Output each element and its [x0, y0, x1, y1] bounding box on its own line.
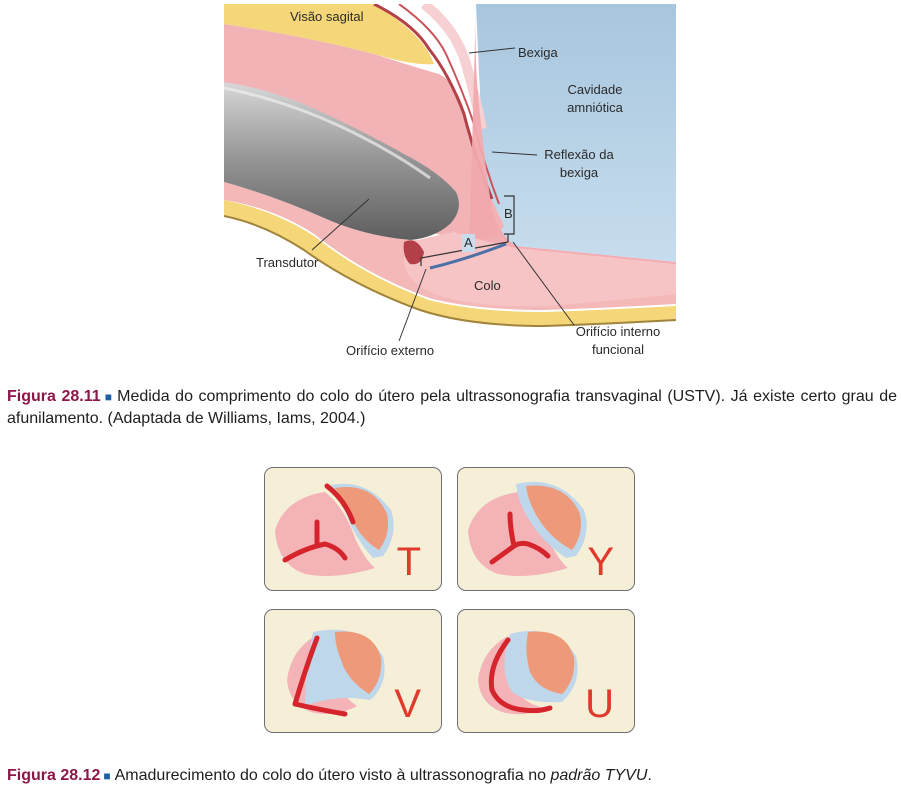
figure-number: Figura 28.11 — [7, 388, 101, 405]
caption-text: Amadurecimento do colo do útero visto à … — [114, 767, 551, 784]
pattern-letter-u: U — [585, 682, 614, 726]
label-transducer: Transdutor — [256, 255, 319, 270]
pattern-panel-t: T — [264, 467, 442, 591]
label-bladder-reflection-line2: bexiga — [559, 165, 599, 180]
marker-a: A — [462, 234, 475, 252]
label-cervix: Colo — [474, 278, 501, 293]
caption-italic-text: padrão TYVU — [550, 767, 648, 784]
square-bullet-icon: ■ — [103, 769, 111, 783]
label-bladder: Bexiga — [518, 45, 558, 60]
sagittal-diagram — [224, 4, 676, 368]
label-internal-os-line1: Orifício interno — [575, 324, 661, 339]
pattern-letter-v: V — [394, 682, 421, 726]
caption-text-end: . — [647, 767, 652, 784]
label-functional-internal-os: Orifício interno funcional — [562, 323, 674, 359]
caption-text: Medida do comprimento do colo do útero p… — [7, 388, 898, 427]
label-bladder-reflection: Reflexão da bexiga — [534, 146, 624, 182]
pattern-panel-u: U — [457, 609, 635, 733]
label-amniotic-cavity-line2: amniótica — [567, 100, 623, 115]
cervix-u-shape — [478, 630, 578, 715]
pattern-panel-y: Y — [457, 467, 635, 591]
figure-28-11-caption: Figura 28.11■Medida do comprimento do co… — [7, 386, 897, 430]
pattern-panel-v: V — [264, 609, 442, 733]
cervix-length-illustration: Visão sagital Bexiga Cavidade amniótica … — [224, 4, 676, 368]
cervix-t-shape — [275, 483, 394, 576]
square-bullet-icon: ■ — [103, 390, 114, 404]
label-sagittal-view: Visão sagital — [290, 9, 364, 24]
cervix-y-shape — [468, 481, 587, 576]
marker-b: B — [504, 206, 513, 221]
pattern-letter-t: T — [396, 540, 421, 584]
figure-number: Figura 28.12 — [7, 767, 101, 784]
label-amniotic-cavity-line1: Cavidade — [567, 82, 623, 97]
label-internal-os-line2: funcional — [591, 342, 645, 357]
figure-28-12-caption: Figura 28.12■Amadurecimento do colo do ú… — [7, 765, 897, 787]
label-amniotic-cavity: Cavidade amniótica — [550, 81, 640, 117]
cervix-v-shape — [287, 629, 385, 717]
label-bladder-reflection-line1: Reflexão da — [544, 147, 614, 162]
label-external-os: Orifício externo — [346, 343, 435, 358]
pattern-letter-y: Y — [587, 540, 614, 584]
